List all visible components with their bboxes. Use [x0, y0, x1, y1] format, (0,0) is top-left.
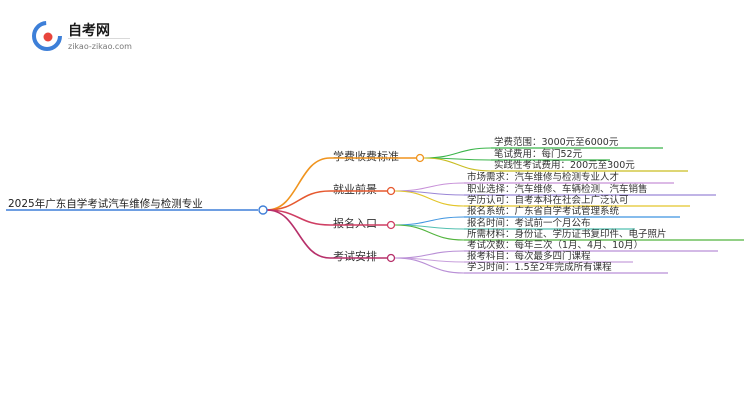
leaf-node[interactable]: 学历认可：自考本科在社会上广泛认可 — [464, 194, 690, 207]
leaf-node[interactable]: 报考科目：每次最多四门课程 — [464, 250, 633, 263]
connector-line — [394, 182, 465, 192]
branch-dot-registration — [386, 220, 396, 230]
child-edges — [394, 147, 492, 274]
connector-line — [394, 257, 465, 274]
leaf-node[interactable]: 所需材料：身份证、学历证书复印件、电子照片 — [464, 228, 744, 241]
leaf-node[interactable]: 实践性考试费用：200元至300元 — [491, 159, 688, 172]
connector-line — [266, 190, 331, 211]
root-node[interactable]: 2025年广东自学考试汽车维修与检测专业 — [6, 197, 268, 215]
leaf-label: 市场需求：汽车维修与检测专业人才 — [467, 171, 619, 183]
leaf-node[interactable]: 报名系统：广东省自学考试管理系统 — [464, 205, 680, 218]
branch-label-registration: 报名入口 — [333, 216, 377, 230]
leaf-label: 报名时间：考试前一个月公布 — [467, 217, 591, 229]
connector-line — [266, 209, 331, 259]
leaf-label: 笔试费用：每门52元 — [494, 148, 583, 160]
branch-label-exam: 考试安排 — [333, 249, 377, 263]
leaf-label: 实践性考试费用：200元至300元 — [494, 159, 635, 171]
leaf-label: 职业选择：汽车维修、车辆检测、汽车销售 — [467, 183, 648, 195]
leaf-label: 所需材料：身份证、学历证书复印件、电子照片 — [467, 228, 667, 240]
root-edges — [266, 157, 331, 259]
logo-url: zikao-zikao.com — [68, 42, 132, 51]
connector-line — [394, 250, 465, 259]
root-connector-dot — [258, 205, 268, 215]
logo-dot-icon — [43, 32, 53, 42]
branch-dot-career — [386, 186, 396, 196]
branch-node-registration[interactable]: 报名入口 — [330, 216, 396, 230]
leaf-label: 报考科目：每次最多四门课程 — [467, 250, 591, 262]
leaf-node[interactable]: 职业选择：汽车维修、车辆检测、汽车销售 — [464, 183, 716, 196]
root-label: 2025年广东自学考试汽车维修与检测专业 — [8, 197, 203, 210]
leaf-node[interactable]: 报名时间：考试前一个月公布 — [464, 217, 635, 230]
branch-node-tuition[interactable]: 学费收费标准 — [330, 149, 425, 163]
branch-label-tuition: 学费收费标准 — [333, 149, 399, 163]
leaf-label: 学历认可：自考本科在社会上广泛认可 — [467, 194, 629, 206]
branch-dot-exam — [386, 253, 396, 263]
leaf-node[interactable]: 笔试费用：每门52元 — [491, 148, 610, 161]
leaf-label: 学费范围：3000元至6000元 — [494, 136, 619, 148]
connector-line — [423, 147, 492, 159]
connector-line — [423, 157, 492, 172]
leaf-node[interactable]: 学费范围：3000元至6000元 — [491, 136, 663, 149]
branch-node-career[interactable]: 就业前景 — [330, 182, 396, 196]
connector-line — [394, 216, 465, 226]
leaf-label: 报名系统：广东省自学考试管理系统 — [467, 205, 620, 217]
branch-dot-tuition — [415, 153, 425, 163]
leaf-node[interactable]: 学习时间：1.5至2年完成所有课程 — [464, 261, 668, 274]
site-logo[interactable]: 自考网 zikao-zikao.com — [32, 21, 132, 51]
branch-label-career: 就业前景 — [333, 182, 377, 196]
leaf-node[interactable]: 市场需求：汽车维修与检测专业人才 — [464, 171, 674, 184]
connector-line — [266, 157, 331, 211]
logo-name: 自考网 — [68, 22, 110, 39]
connector-line — [394, 224, 465, 241]
logo-badge-icon — [32, 21, 62, 51]
leaf-label: 学习时间：1.5至2年完成所有课程 — [467, 261, 612, 273]
leaf-node[interactable]: 考试次数：每年三次（1月、4月、10月） — [464, 239, 718, 252]
connector-line — [394, 190, 465, 207]
branch-node-exam[interactable]: 考试安排 — [330, 249, 396, 263]
leaf-label: 考试次数：每年三次（1月、4月、10月） — [467, 239, 643, 251]
